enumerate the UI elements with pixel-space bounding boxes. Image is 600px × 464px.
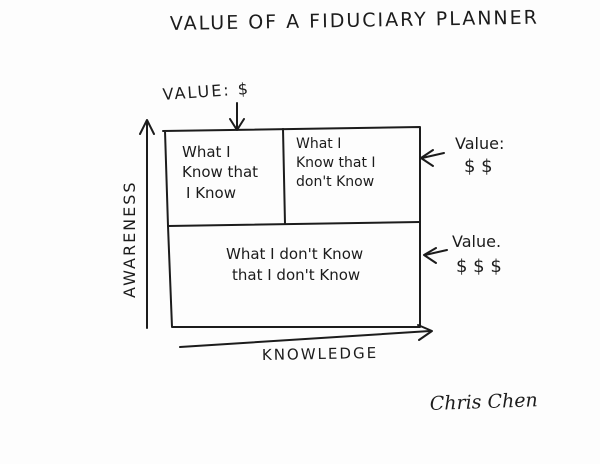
y-axis-label: AWARENESS	[120, 180, 139, 298]
y-axis-arrowhead	[139, 119, 155, 135]
quadrant-known-knowns-line: I Know	[186, 184, 236, 202]
grid-vertical-divider	[282, 128, 286, 225]
quadrant-known-knowns-line: What I	[182, 143, 231, 161]
diagram-title: VALUE OF A FIDUCIARY PLANNER	[170, 7, 539, 35]
value-label-known-knowns: VALUE: $	[162, 79, 251, 104]
x-axis-arrowhead	[417, 324, 433, 341]
x-axis-line	[179, 330, 431, 348]
quadrant-unknown-unknowns-line: that I don't Know	[232, 266, 360, 284]
value-arrow-known-unknowns-shaft	[421, 152, 445, 159]
value-arrow-known-knowns-head	[229, 118, 245, 131]
value-label-unknown-unknowns-amount: $ $ $	[456, 256, 502, 277]
quadrant-known-unknowns-line: What I	[296, 136, 341, 152]
value-label-known-unknowns-amount: $ $	[464, 156, 493, 177]
x-axis-label: KNOWLEDGE	[262, 344, 378, 364]
quadrant-known-unknowns-line: Know that I	[296, 155, 376, 171]
grid-box-outline	[162, 126, 421, 328]
grid-horizontal-divider	[167, 221, 421, 227]
quadrant-known-knowns: What I Know that I Know	[182, 143, 258, 202]
value-label-known-unknowns-title: Value:	[455, 134, 504, 153]
value-label-unknown-unknowns-title: Value.	[452, 232, 501, 251]
quadrant-known-unknowns: What I Know that I don't Know	[296, 136, 376, 190]
quadrant-known-knowns-line: Know that	[182, 163, 258, 181]
signature: Chris Chen	[429, 389, 538, 415]
quadrant-known-unknowns-line: don't Know	[296, 174, 374, 190]
quadrant-unknown-unknowns-line: What I don't Know	[226, 245, 363, 263]
quadrant-unknown-unknowns: What I don't Know that I don't Know	[226, 245, 363, 284]
value-arrow-unknown-unknowns-shaft	[424, 249, 448, 256]
